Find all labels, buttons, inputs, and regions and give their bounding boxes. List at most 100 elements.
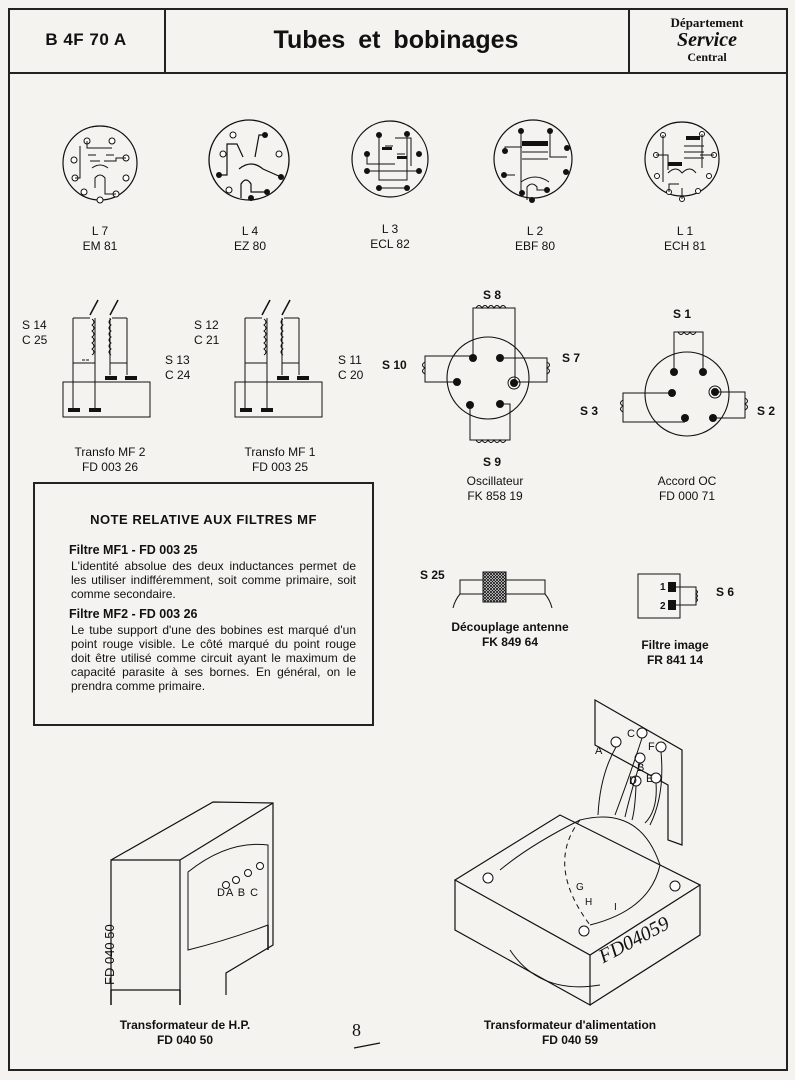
component-name: Transformateur de H.P. bbox=[119, 1018, 251, 1032]
transfo-hp-caption: Transformateur de H.P. FD 040 50 bbox=[100, 1018, 270, 1048]
mf2-caption: Transfo MF 2 FD 003 26 bbox=[55, 445, 165, 475]
capacitor-ref: C 20 bbox=[338, 368, 364, 382]
header: B 4F 70 A Tubes et bobinages Département… bbox=[8, 8, 788, 74]
tube-position: L 1 bbox=[676, 224, 694, 238]
component-code: FD 000 71 bbox=[658, 489, 716, 503]
department-line-2: Service bbox=[677, 29, 737, 52]
mf1-tag-secondary: S 11 C 20 bbox=[338, 353, 363, 383]
accord-coil-top: S 1 bbox=[673, 307, 692, 321]
tube-label-l3: L 3 ECL 82 bbox=[350, 222, 430, 252]
transfo-alim-pin-c: C bbox=[627, 728, 635, 740]
transfo-alim-pin-e: E bbox=[646, 773, 654, 785]
filtre-image-pin-1: 1 bbox=[660, 582, 666, 593]
note-filter-mf2-heading: Filtre MF2 - FD 003 26 bbox=[69, 607, 198, 621]
transfo-alim-pin-h: H bbox=[585, 897, 593, 908]
document-reference: B 4F 70 A bbox=[8, 8, 166, 72]
filtre-image-tag: S 6 bbox=[716, 585, 735, 599]
tube-socket-l3-diagram bbox=[351, 120, 429, 198]
transfo-alim-pin-f: F bbox=[648, 741, 655, 753]
tube-socket-l2-diagram bbox=[493, 119, 573, 203]
tube-label-l1: L 1 ECH 81 bbox=[645, 224, 725, 254]
capacitor-ref: C 21 bbox=[194, 333, 220, 347]
transfo-hp-pins: DA B C bbox=[217, 886, 259, 901]
page-number: 8 bbox=[352, 1020, 361, 1040]
tube-position: L 4 bbox=[241, 224, 259, 238]
accord-caption: Accord OC FD 000 71 bbox=[632, 474, 742, 504]
mf1-caption: Transfo MF 1 FD 003 25 bbox=[225, 445, 335, 475]
component-code: FK 849 64 bbox=[481, 635, 539, 649]
transfo-mf2-diagram bbox=[62, 299, 151, 418]
tube-label-l7: L 7 EM 81 bbox=[60, 224, 140, 254]
oscillateur-caption: Oscillateur FK 858 19 bbox=[440, 474, 550, 504]
coil-ref: S 14 bbox=[22, 318, 47, 332]
oscillateur-coil-left: S 10 bbox=[382, 358, 407, 372]
pin-label: A bbox=[225, 887, 234, 899]
accord-coil-right: S 2 bbox=[757, 404, 776, 418]
component-name: Transfo MF 2 bbox=[74, 445, 146, 459]
mf2-tag-primary: S 14 C 25 bbox=[22, 318, 47, 348]
oscillateur-diagram bbox=[422, 305, 550, 443]
note-box: NOTE RELATIVE AUX FILTRES MF Filtre MF1 … bbox=[33, 482, 374, 726]
oscillateur-coil-bottom: S 9 bbox=[483, 455, 502, 469]
oscillateur-coil-top: S 8 bbox=[483, 288, 502, 302]
tube-socket-l4-diagram bbox=[208, 119, 290, 201]
component-name: Accord OC bbox=[657, 474, 717, 488]
pin-label: C bbox=[250, 887, 260, 899]
page-title: Tubes et bobinages bbox=[164, 8, 630, 72]
tube-type: EM 81 bbox=[82, 239, 118, 253]
component-name: Découplage antenne bbox=[451, 620, 569, 634]
filtre-image-diagram bbox=[637, 573, 698, 619]
component-code: FD 003 26 bbox=[81, 460, 139, 474]
component-name: Filtre image bbox=[641, 638, 709, 652]
tube-position: L 7 bbox=[91, 224, 109, 238]
transfo-alim-pin-i: I bbox=[614, 902, 617, 913]
transfo-hp-marking: FD 040 50 bbox=[102, 924, 117, 985]
oscillateur-coil-right: S 7 bbox=[562, 351, 581, 365]
component-name: Transfo MF 1 bbox=[244, 445, 316, 459]
decouplage-caption: Découplage antenne FK 849 64 bbox=[420, 620, 600, 650]
component-name: Transformateur d'alimentation bbox=[483, 1018, 657, 1032]
coil-ref: S 13 bbox=[165, 353, 190, 367]
filtre-image-pin-2: 2 bbox=[660, 601, 666, 612]
pin-label: D bbox=[217, 887, 226, 899]
transfo-alim-pin-g: G bbox=[576, 882, 584, 893]
transfo-mf1-diagram bbox=[234, 299, 323, 418]
component-code: FD 040 50 bbox=[156, 1033, 214, 1047]
transfo-hp-drawing bbox=[110, 801, 274, 1005]
page-frame bbox=[8, 8, 788, 1071]
mf2-tag-secondary: S 13 C 24 bbox=[165, 353, 190, 383]
capacitor-ref: C 25 bbox=[22, 333, 48, 347]
component-code: FK 858 19 bbox=[467, 489, 523, 503]
transfo-alim-caption: Transformateur d'alimentation FD 040 59 bbox=[470, 1018, 670, 1048]
coil-ref: S 11 bbox=[338, 353, 362, 367]
tube-label-l4: L 4 EZ 80 bbox=[210, 224, 290, 254]
note-title: NOTE RELATIVE AUX FILTRES MF bbox=[90, 512, 317, 527]
note-filter-mf2-text: Le tube support d'une des bobines est ma… bbox=[71, 623, 356, 693]
decouplage-antenne-diagram bbox=[452, 571, 553, 609]
page-number-underline bbox=[353, 1042, 381, 1049]
component-code: FD 040 59 bbox=[541, 1033, 599, 1047]
accord-coil-left: S 3 bbox=[580, 404, 599, 418]
transfo-alim-pin-d: D bbox=[629, 775, 637, 787]
tube-label-l2: L 2 EBF 80 bbox=[495, 224, 575, 254]
tube-socket-l1-diagram bbox=[644, 121, 720, 202]
component-code: FR 841 14 bbox=[646, 653, 704, 667]
department-line-3: Central bbox=[687, 50, 727, 65]
tube-type: ECH 81 bbox=[663, 239, 707, 253]
accord-oc-diagram bbox=[620, 331, 748, 437]
filtre-image-caption: Filtre image FR 841 14 bbox=[615, 638, 735, 668]
pin-label: B bbox=[237, 887, 247, 899]
tube-socket-l7-diagram bbox=[62, 125, 138, 204]
component-code: FD 003 25 bbox=[251, 460, 309, 474]
transfo-alim-pin-a: A bbox=[595, 745, 603, 757]
note-filter-mf1-heading: Filtre MF1 - FD 003 25 bbox=[69, 543, 198, 557]
component-name: Oscillateur bbox=[466, 474, 524, 488]
department-line-1: Département bbox=[670, 15, 744, 31]
mf1-tag-primary: S 12 C 21 bbox=[194, 318, 219, 348]
capacitor-ref: C 24 bbox=[165, 368, 191, 382]
transfo-alim-drawing bbox=[453, 698, 702, 1007]
transfo-alim-pin-b: B bbox=[637, 762, 645, 774]
decouplage-tag: S 25 bbox=[420, 568, 445, 582]
department-block: Département Service Central bbox=[628, 8, 786, 72]
tube-type: EZ 80 bbox=[233, 239, 266, 253]
